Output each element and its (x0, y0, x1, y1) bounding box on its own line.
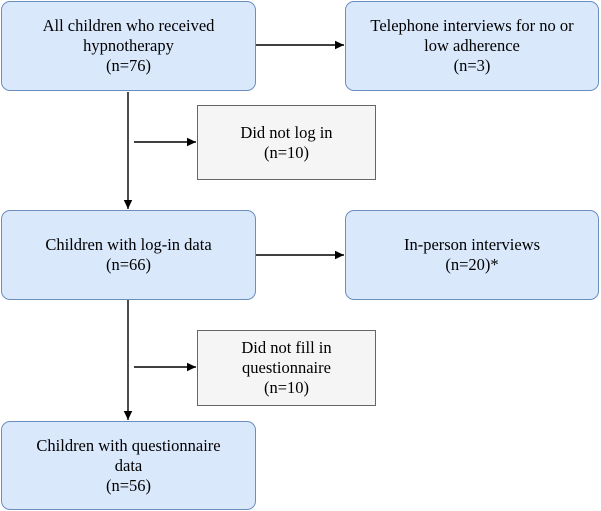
node-did-not-log-in-count: (n=10) (263, 142, 310, 162)
node-all-children-line-2: hypnotherapy (83, 36, 174, 55)
node-did-not-fill-questionnaire-line-2: questionnaire (242, 358, 331, 377)
node-did-not-fill-questionnaire-count: (n=10) (263, 378, 310, 397)
node-login-data-count: (n=66) (105, 255, 152, 274)
node-telephone-interviews-line-1: Telephone interviews for no or (370, 16, 574, 35)
node-questionnaire-data: Children with questionnaire data (n=56) (1, 421, 256, 510)
node-did-not-log-in-line-1: Did not log in (240, 122, 333, 142)
node-did-not-fill-questionnaire-line-1: Did not fill in (241, 338, 332, 357)
node-in-person-interviews-count: (n=20)* (445, 255, 499, 274)
node-did-not-fill-questionnaire: Did not fill in questionnaire (n=10) (197, 330, 376, 406)
node-telephone-interviews-line-2: low adherence (424, 36, 520, 55)
node-all-children-line-1: All children who received (42, 16, 215, 35)
node-all-children-count: (n=76) (105, 56, 152, 75)
node-questionnaire-data-count: (n=56) (105, 475, 152, 495)
node-in-person-interviews-line-1: In-person interviews (403, 235, 541, 254)
node-login-data-line-1: Children with log-in data (45, 235, 212, 254)
node-telephone-interviews-count: (n=3) (453, 56, 491, 75)
node-all-children: All children who received hypnotherapy (… (1, 1, 256, 91)
node-login-data: Children with log-in data (n=66) (1, 210, 256, 300)
node-questionnaire-data-line-1: Children with questionnaire (36, 435, 221, 455)
node-questionnaire-data-line-2: data (114, 455, 143, 475)
node-did-not-log-in: Did not log in (n=10) (197, 105, 376, 180)
node-telephone-interviews: Telephone interviews for no or low adher… (345, 1, 599, 91)
node-in-person-interviews: In-person interviews (n=20)* (345, 210, 599, 300)
